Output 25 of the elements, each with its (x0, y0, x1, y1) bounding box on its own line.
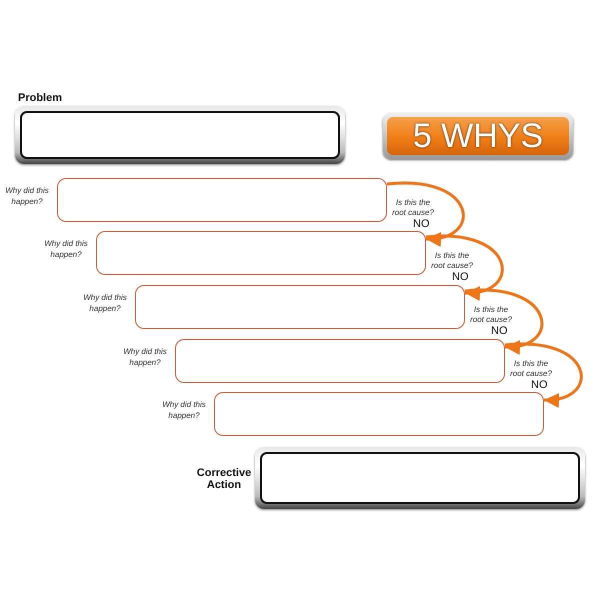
answer-box (96, 231, 426, 275)
answer-box (175, 339, 505, 383)
prompt-text: Why did this happen? (43, 238, 89, 260)
answer-text: NO (491, 325, 508, 337)
title-badge: 5 WHYS (383, 113, 573, 159)
question-text: Is this the root cause? (469, 305, 513, 325)
curved-arrow (464, 288, 544, 354)
question-text: Is this the root cause? (509, 359, 553, 379)
answer-text: NO (531, 379, 548, 391)
answer-text: NO (452, 271, 468, 283)
curved-arrow (426, 234, 504, 300)
answer-box (135, 285, 465, 329)
prompt-text: Why did this happen? (122, 346, 168, 368)
prompt-text: Why did this happen? (4, 185, 50, 207)
answer-box (57, 178, 387, 222)
question-text: Is this the root cause? (430, 251, 474, 271)
heading: Problem (18, 92, 62, 104)
answer-text: NO (413, 218, 430, 230)
curved-arrow (504, 342, 583, 406)
heading: Corrective Action (196, 467, 252, 491)
answer-box (214, 392, 544, 436)
prompt-text: Why did this happen? (161, 399, 207, 421)
question-text: Is this the root cause? (391, 198, 435, 218)
curved-arrow (386, 182, 465, 246)
prompt-text: Why did this happen? (82, 292, 128, 314)
